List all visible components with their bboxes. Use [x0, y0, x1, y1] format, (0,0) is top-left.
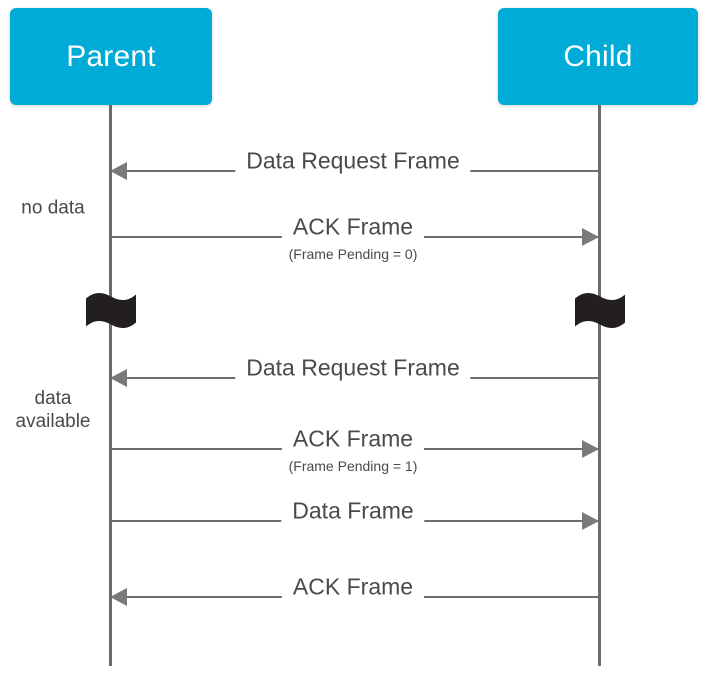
arrowhead-left-msg-6 — [110, 588, 127, 606]
arrowhead-right-msg-4 — [582, 440, 599, 458]
message-sublabel-msg-2: (Frame Pending = 0) — [288, 246, 418, 262]
message-label-msg-3: Data Request Frame — [235, 356, 471, 380]
actor-label-parent: Parent — [66, 39, 156, 73]
actor-label-child: Child — [563, 39, 633, 73]
lifeline-child — [598, 105, 601, 666]
message-sublabel-msg-4: (Frame Pending = 1) — [288, 458, 418, 474]
message-label-msg-5: Data Frame — [281, 499, 425, 523]
arrowhead-right-msg-2 — [582, 228, 599, 246]
arrowhead-left-msg-3 — [110, 369, 127, 387]
flag-icon — [85, 291, 137, 336]
actor-box-child[interactable]: Child — [498, 8, 698, 105]
flag-icon — [574, 291, 626, 336]
message-label-msg-4: ACK Frame — [281, 427, 425, 451]
arrowhead-left-msg-1 — [110, 162, 127, 180]
message-label-msg-1: Data Request Frame — [235, 149, 471, 173]
arrowhead-right-msg-5 — [582, 512, 599, 530]
note-no-data: no data — [21, 197, 85, 219]
note-data-available: data available — [15, 387, 91, 432]
message-label-msg-6: ACK Frame — [281, 575, 425, 599]
message-label-msg-2: ACK Frame — [281, 215, 425, 239]
actor-box-parent[interactable]: Parent — [10, 8, 212, 105]
